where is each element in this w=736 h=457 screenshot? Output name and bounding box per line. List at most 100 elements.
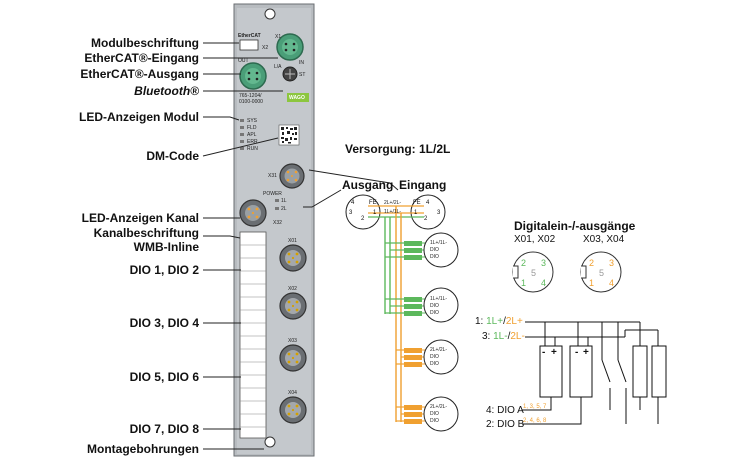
module-logo-text: WAGO	[289, 95, 305, 101]
pinout-left	[512, 251, 554, 293]
power-connector-x31	[279, 163, 305, 189]
module-label-window	[239, 39, 259, 51]
left-leader-lines	[202, 42, 283, 450]
wiring-dio-a-sub: 1, 3, 5, 7	[523, 404, 547, 410]
io4-pin2: DIO	[430, 411, 439, 417]
module-port-x01: X01	[288, 238, 297, 244]
module-2l: 2L	[281, 206, 287, 212]
pinout-right-p1: 1	[589, 278, 595, 288]
wiring-pin3-sep: /	[507, 331, 511, 342]
ethercat-out-connector	[239, 62, 267, 90]
io3-pin1: 2L+/2L-	[430, 347, 448, 353]
io-port-x01	[279, 244, 307, 272]
module-x32: X32	[273, 220, 282, 226]
supply-left-p3: 3	[349, 210, 353, 216]
module-port-x03: X03	[288, 338, 297, 344]
mounting-hole-top	[264, 8, 276, 20]
led-apl: APL	[247, 132, 257, 138]
pinout-left-p5: 5	[531, 268, 537, 278]
wiring-pin3-a: 1L-	[493, 331, 508, 342]
module-led-column	[240, 119, 244, 150]
wiring-pin3-b: 2L-	[510, 331, 525, 342]
supply-connector-left	[345, 194, 381, 230]
io3-pin2: DIO	[430, 354, 439, 360]
pinout-right-p5: 5	[599, 268, 605, 278]
mounting-hole-bottom	[264, 436, 276, 448]
pinout-left-p1: 1	[521, 278, 527, 288]
label-dio56: DIO 5, DIO 6	[129, 370, 199, 384]
supply-right-fe: FE	[413, 200, 421, 206]
channel-label-strip	[239, 231, 267, 439]
label-dio34: DIO 3, DIO 4	[129, 316, 199, 330]
label-bluetooth: Bluetooth®	[134, 84, 199, 98]
io4-pin3: DIO	[430, 418, 439, 424]
module-port-x02: X02	[288, 286, 297, 292]
supply-left-p4: 4	[351, 200, 355, 206]
led-run: RUN	[247, 146, 258, 152]
wiring-dio-b: 2: DIO B	[486, 419, 525, 430]
load2-plus: +	[583, 347, 589, 358]
io-block-3	[396, 339, 459, 375]
load1-plus: +	[551, 347, 557, 358]
pinout-right-p3: 3	[609, 258, 615, 268]
wiring-pin1-sep: /	[503, 316, 506, 327]
supply-right-p1: 1	[414, 210, 418, 216]
module-port-x04: X04	[288, 390, 297, 396]
pinout-right	[580, 251, 622, 293]
label-led-modul: LED-Anzeigen Modul	[79, 110, 199, 124]
supply-connector-right	[410, 194, 446, 230]
io-block-1	[385, 232, 459, 268]
pinout-right-p4: 4	[609, 278, 615, 288]
io-block-2	[385, 287, 459, 323]
bluetooth-rotary-switch	[282, 66, 298, 82]
module-1l: 1L	[281, 198, 287, 204]
dm-code	[278, 124, 300, 146]
module-st: ST	[299, 72, 306, 78]
io1-pin1: 1L+/1L-	[430, 240, 448, 246]
pinout-left-p2: 2	[521, 258, 527, 268]
digital-title: Digitalein-/-ausgänge	[514, 219, 636, 233]
digital-left-ports: X01, X02	[514, 234, 556, 245]
wiring-pin3-prefix: 3:	[482, 331, 494, 342]
supply-right-p4: 4	[426, 200, 430, 206]
module-x31: X31	[268, 173, 277, 179]
led-sys: SYS	[247, 118, 258, 124]
module-in: IN	[299, 60, 304, 66]
led-2l	[275, 207, 279, 210]
label-modulbeschriftung: Modulbeschriftung	[91, 36, 199, 50]
io3-pin3: DIO	[430, 361, 439, 367]
io-port-x04	[279, 396, 307, 424]
wiring-pin1-a: 1L+	[486, 316, 504, 327]
supply-left-p1: 1	[373, 210, 377, 216]
digital-right-ports: X03, X04	[583, 234, 625, 245]
label-ethercat-ausgang: EtherCAT®-Ausgang	[80, 67, 199, 81]
label-montage: Montagebohrungen	[87, 442, 199, 456]
led-1l	[275, 199, 279, 202]
wiring-pin3: 3: 1L-/2L-	[482, 331, 525, 343]
supply-row-top: 2L+/2L-	[384, 200, 402, 206]
led-fld: FLD	[247, 125, 257, 131]
pinout-right-p2: 2	[589, 258, 595, 268]
wiring-schematic	[522, 321, 667, 425]
label-dio12: DIO 1, DIO 2	[129, 263, 199, 277]
ethercat-in-connector	[276, 33, 304, 61]
label-ethercat-eingang: EtherCAT®-Eingang	[84, 51, 199, 65]
module-x1: X1	[275, 34, 282, 40]
io4-pin1: 2L+/2L-	[430, 404, 448, 410]
supply-ausgang: Ausgang	[342, 178, 394, 192]
io2-pin1: 1L+/1L-	[430, 296, 448, 302]
supply-eingang: Eingang	[399, 178, 447, 192]
label-dm-code: DM-Code	[146, 149, 199, 163]
io-port-x02	[279, 292, 307, 320]
supply-row-bottom: 1L+/1L-	[384, 209, 402, 215]
module-article2: 0100-0000	[239, 99, 263, 105]
pinout-left-p3: 3	[541, 258, 547, 268]
supply-left-p2: 2	[361, 216, 365, 222]
supply-leaders	[303, 169, 399, 208]
io-block-4	[396, 396, 459, 432]
wiring-pin1-prefix: 1:	[475, 316, 487, 327]
module-x2: X2	[262, 45, 269, 51]
label-led-kanal: LED-Anzeigen Kanal	[81, 211, 199, 225]
load1-minus: -	[542, 347, 546, 358]
